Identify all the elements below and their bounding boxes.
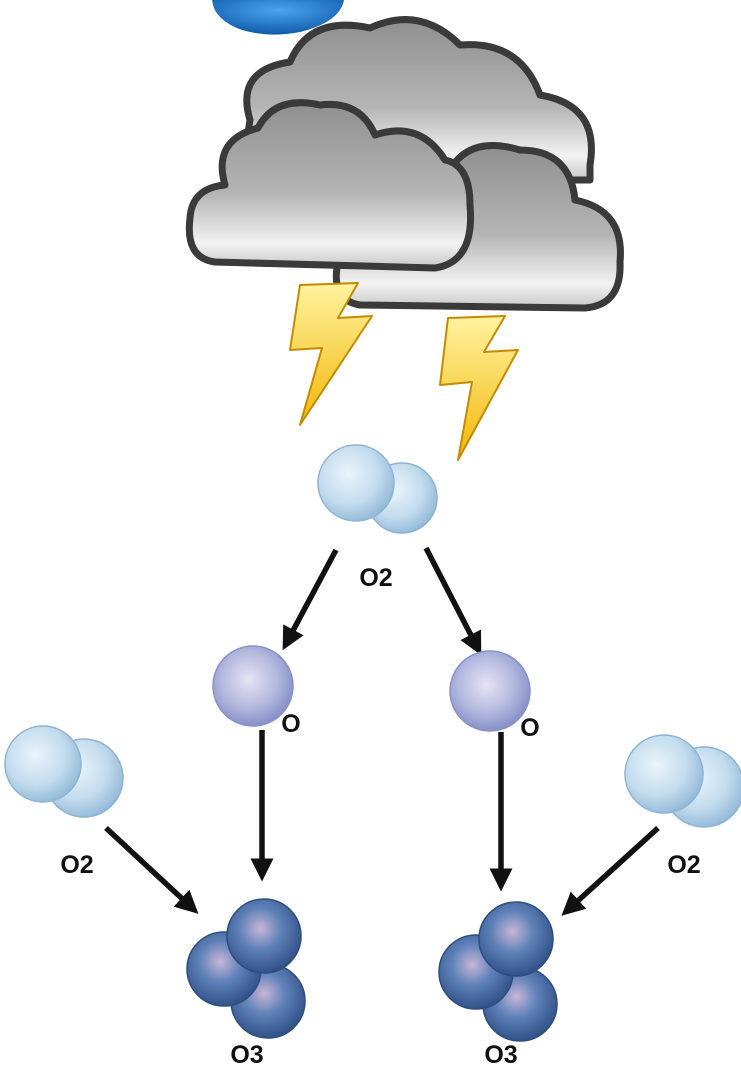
label-right-o2: O2: [667, 851, 700, 879]
o2-molecule-top: [317, 444, 438, 534]
label-left-o2: O2: [60, 851, 93, 879]
o-atom-left: [212, 645, 294, 727]
label-top-o2: O2: [359, 564, 392, 592]
arrow-o2-to-left-o: [282, 548, 339, 651]
o3-molecule-left: [186, 898, 306, 1039]
sun-icon: [212, 0, 344, 35]
lightning-bolt-icon: [289, 282, 519, 461]
label-left-o: O: [281, 710, 300, 738]
o-atom-right: [449, 650, 531, 732]
o3-molecule-right: [438, 901, 558, 1042]
label-right-o3: O3: [484, 1041, 517, 1067]
o2-molecule-right: [624, 734, 741, 828]
arrow-o2-to-right-o: [423, 546, 482, 656]
arrow-left-o2-to-o3: [104, 825, 199, 914]
label-right-o: O: [520, 714, 539, 742]
o2-molecule-left: [4, 725, 124, 818]
storm-cloud-icon: [185, 16, 624, 312]
label-left-o3: O3: [230, 1041, 263, 1067]
arrow-right-o2-to-o3: [561, 825, 660, 916]
